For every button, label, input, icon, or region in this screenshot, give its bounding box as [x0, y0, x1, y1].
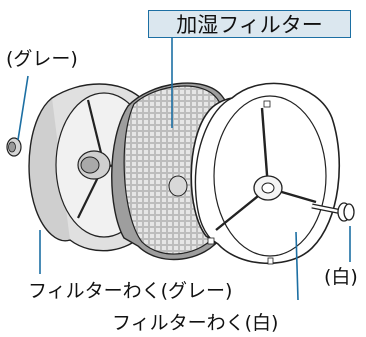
white-knob-label: (白)	[324, 266, 358, 288]
leader-frame-white	[295, 231, 299, 301]
gray-knob-icon	[6, 137, 22, 157]
frame-gray-label: フィルターわく(グレー)	[28, 280, 233, 302]
frame-white-label: フィルターわく(白)	[112, 312, 279, 334]
white-knob-icon	[311, 202, 355, 222]
humidifier-filter-callout: 加湿フィルター	[148, 10, 351, 38]
leader-gray-knob	[17, 75, 29, 141]
gray-knob-label: (グレー)	[6, 48, 78, 70]
white-filter-frame	[190, 82, 340, 265]
humidifier-filter-label: 加湿フィルター	[176, 13, 323, 37]
leader-lines	[17, 38, 351, 301]
